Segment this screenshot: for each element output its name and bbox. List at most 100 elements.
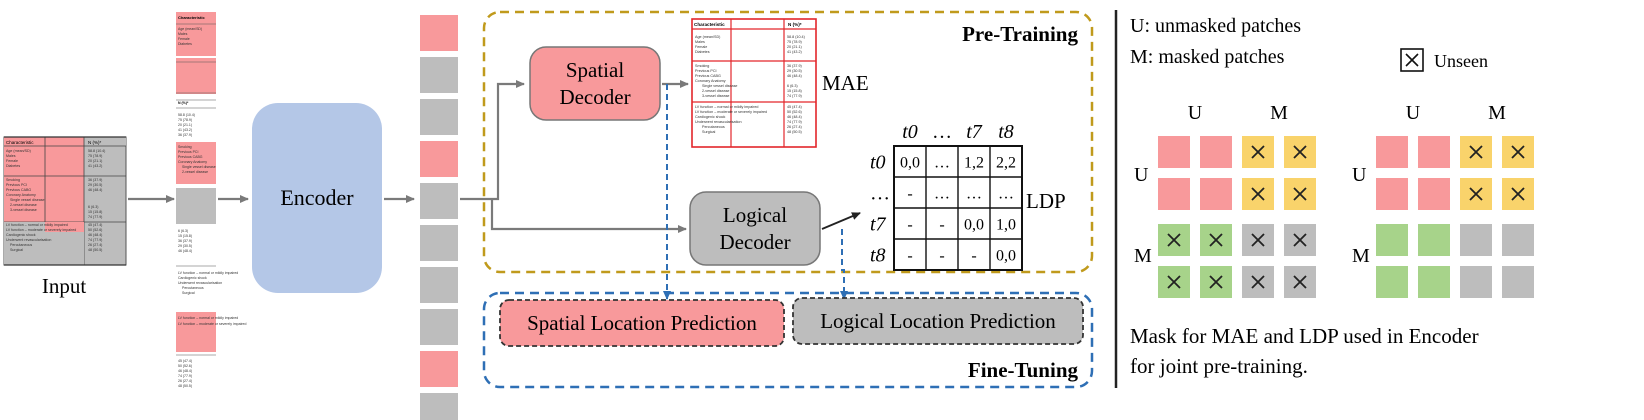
input-row-value: 50 (52.6)	[88, 228, 102, 232]
mask-row-u: U	[1134, 164, 1149, 186]
mae-row-label: 3-vessel disease	[702, 94, 729, 98]
mae-header-n: N (%)*	[788, 22, 802, 27]
input-row-value: 20 (21.1)	[88, 159, 102, 163]
svg-text:46 (48.4): 46 (48.4)	[178, 249, 192, 253]
mae-row-value: 50 (52.6)	[787, 110, 802, 114]
input-row-value: 15 (15.8)	[88, 210, 102, 214]
ldp-cell: 0,0	[964, 217, 984, 234]
mae-row-value: 58.8 (10.4)	[787, 35, 805, 39]
logical-decoder-line1: Logical	[723, 203, 787, 227]
mae-header-characteristic: Characteristic	[694, 22, 725, 27]
input-row-value: 74 (77.9)	[88, 238, 102, 242]
ldp-row-header: …	[870, 183, 890, 205]
mae-row-value: 75 (78.9)	[787, 40, 802, 44]
mae-row-value: 41 (43.2)	[787, 50, 802, 54]
mae-row-label: Single vessel disease	[702, 84, 737, 88]
output-patch-masked	[420, 141, 458, 177]
ldp-cell: 0,0	[996, 248, 1016, 265]
patch-8-masked: LV function – normal or mildly impaired …	[176, 312, 246, 352]
unseen-cross-icon	[1167, 233, 1181, 247]
svg-text:Underwent revascularisation: Underwent revascularisation	[178, 281, 222, 285]
svg-text:2-vessel disease: 2-vessel disease	[182, 170, 208, 174]
input-row-value: 36 (37.9)	[88, 178, 102, 182]
mask-cell	[1502, 266, 1534, 298]
mae-row-value: 36 (37.9)	[787, 64, 802, 68]
mae-row-value: 48 (50.5)	[787, 130, 802, 134]
svg-text:Single vessel disease: Single vessel disease	[182, 165, 216, 169]
svg-text:Males: Males	[178, 32, 188, 36]
mask-cell	[1460, 266, 1492, 298]
output-patch-unmasked	[420, 183, 458, 219]
ldp-col-header: …	[932, 121, 952, 143]
svg-text:Surgical: Surgical	[182, 291, 195, 295]
patch-1-masked: Characteristic Age (mean/SD) Males Femal…	[176, 12, 216, 56]
output-patch-unmasked	[420, 309, 458, 345]
mask-cell	[1376, 266, 1408, 298]
mask-cell	[1200, 136, 1232, 168]
mae-row-label: Males	[695, 40, 705, 44]
svg-text:Age (mean/SD): Age (mean/SD)	[178, 27, 202, 31]
mae-row-value: 29 (30.5)	[787, 69, 802, 73]
input-header-n: N (%)*	[88, 140, 101, 145]
mask-cell	[1418, 224, 1450, 256]
ldp-col-header: t0	[902, 121, 918, 143]
legend-masked: M: masked patches	[1130, 46, 1285, 68]
mae-row-label: LV function – moderate or severely impai…	[695, 110, 767, 114]
mae-row-label: Age (mean/SD)	[695, 35, 720, 39]
mae-row-value: 74 (77.9)	[787, 120, 802, 124]
input-row-label: Single vessel disease	[10, 198, 45, 202]
ldp-row-header: t8	[870, 245, 886, 267]
mask-cell	[1158, 136, 1190, 168]
input-row-value: 45 (47.4)	[88, 223, 102, 227]
unseen-cross-icon	[1251, 233, 1265, 247]
svg-text:Diabetes: Diabetes	[178, 42, 192, 46]
input-header-characteristic: Characteristic	[6, 140, 34, 145]
mae-row-label: LV function – normal or mildly impaired	[695, 105, 758, 109]
svg-text:46 (48.4): 46 (48.4)	[178, 369, 192, 373]
svg-text:Percutaneous: Percutaneous	[182, 286, 204, 290]
mae-row-label: Diabetes	[695, 50, 710, 54]
mae-label: MAE	[822, 71, 869, 95]
mae-row-value: 20 (21.1)	[787, 45, 802, 49]
mae-row-label: Female	[695, 45, 707, 49]
mask-cell	[1376, 224, 1408, 256]
logical-finetune-arrow	[840, 229, 848, 300]
ldp-cell: -	[971, 248, 976, 265]
svg-text:50 (52.6): 50 (52.6)	[178, 364, 192, 368]
svg-text:45 (47.4): 45 (47.4)	[178, 359, 192, 363]
input-row-label: Diabetes	[6, 164, 20, 168]
input-row-value: 58.8 (10.4)	[88, 149, 105, 153]
mae-row-label: Smoking	[695, 64, 709, 68]
legend-unmasked: U: unmasked patches	[1130, 15, 1301, 37]
input-row-label: 2-vessel disease	[10, 203, 37, 207]
encoder-block	[252, 103, 382, 293]
mae-row-label: Percutaneous	[702, 125, 725, 129]
mask-col-m: M	[1488, 102, 1506, 124]
svg-text:29 (30.5): 29 (30.5)	[178, 244, 192, 248]
svg-text:20 (21.1): 20 (21.1)	[178, 123, 192, 127]
unseen-cross-icon	[1251, 275, 1265, 289]
mae-row-label: 2-vessel disease	[702, 89, 729, 93]
input-row-label: Previous PCI	[6, 183, 27, 187]
spatial-decoder-line2: Decoder	[559, 85, 630, 109]
mask-row-m: M	[1134, 245, 1152, 267]
ldp-cell: -	[939, 217, 944, 234]
ldp-cell: 1,0	[996, 217, 1016, 234]
unseen-cross-icon	[1251, 145, 1265, 159]
output-patch-masked	[420, 15, 458, 51]
mask-cell	[1200, 178, 1232, 210]
mask-row-u: U	[1352, 164, 1367, 186]
input-row-label: Percutaneous	[10, 243, 32, 247]
mask-cell	[1158, 178, 1190, 210]
input-row-value: 46 (48.4)	[88, 188, 102, 192]
input-row-label: Smoking	[6, 178, 20, 182]
svg-text:74 (77.9): 74 (77.9)	[178, 374, 192, 378]
pretraining-title: Pre-Training	[962, 22, 1078, 46]
mask-col-u: U	[1188, 102, 1203, 124]
input-row-label: 3-vessel disease	[10, 208, 37, 212]
unseen-cross-icon	[1167, 275, 1181, 289]
patch-3: N (%)* 58.8 (10.4) 75 (78.9) 20 (21.1) 4…	[176, 99, 216, 137]
ldp-row-header: t0	[870, 152, 886, 174]
logical-decoder-line2: Decoder	[719, 230, 790, 254]
